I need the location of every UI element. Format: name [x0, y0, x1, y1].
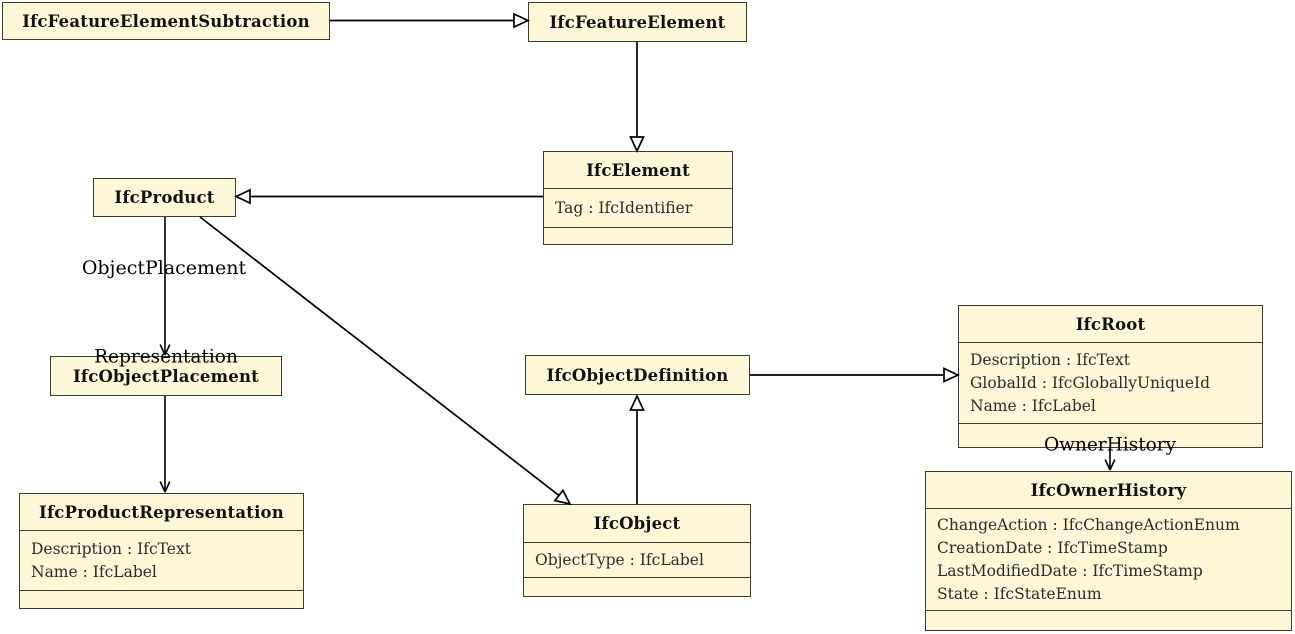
operations-compartment	[959, 423, 1262, 447]
edge-generalization-object-to-objectdefinition	[629, 393, 645, 504]
attribute: Description : IfcText	[31, 539, 191, 558]
attribute: ObjectType : IfcLabel	[535, 550, 704, 569]
class-ifcfeatureelement[interactable]: IfcFeatureElement	[528, 2, 747, 42]
attribute: Name : IfcLabel	[970, 396, 1096, 415]
class-ifcobject[interactable]: IfcObject ObjectType : IfcLabel	[523, 504, 751, 597]
class-ifcelement[interactable]: IfcElement Tag : IfcIdentifier	[543, 151, 733, 245]
operations-compartment	[20, 590, 303, 608]
class-title: IfcFeatureElementSubtraction	[22, 11, 310, 31]
class-title: IfcFeatureElement	[549, 12, 726, 32]
edge-association-product-objectplacement	[159, 217, 171, 356]
class-title: IfcObjectDefinition	[546, 365, 729, 385]
association-label-representation: Representation	[94, 346, 238, 368]
edge-association-product-representation	[159, 396, 171, 493]
attribute: LastModifiedDate : IfcTimeStamp	[937, 561, 1203, 580]
operations-compartment	[544, 227, 732, 244]
association-label-ownerhistory: OwnerHistory	[1043, 434, 1177, 456]
class-ifcproduct[interactable]: IfcProduct	[93, 178, 236, 217]
attribute: GlobalId : IfcGloballyUniqueId	[970, 373, 1211, 392]
operations-compartment	[926, 610, 1291, 630]
attributes-compartment: Description : IfcText Name : IfcLabel	[20, 530, 303, 590]
class-title: IfcOwnerHistory	[1030, 480, 1187, 500]
attributes-compartment: Tag : IfcIdentifier	[544, 188, 732, 227]
class-ifcownerhistory[interactable]: IfcOwnerHistory ChangeAction : IfcChange…	[925, 471, 1292, 631]
attributes-compartment: ChangeAction : IfcChangeActionEnum Creat…	[926, 508, 1291, 610]
edge-generalization-objectdefinition-to-root	[750, 367, 961, 383]
attribute: CreationDate : IfcTimeStamp	[937, 538, 1168, 557]
attribute: Description : IfcText	[970, 350, 1130, 369]
attributes-compartment: Description : IfcText GlobalId : IfcGlob…	[959, 342, 1262, 423]
class-title: IfcElement	[586, 160, 690, 180]
class-ifcproductrepresentation[interactable]: IfcProductRepresentation Description : I…	[19, 493, 304, 609]
attributes-compartment: ObjectType : IfcLabel	[524, 542, 750, 577]
class-title: IfcRoot	[1075, 314, 1146, 334]
edge-generalization-element-to-product	[233, 188, 543, 205]
attribute: ChangeAction : IfcChangeActionEnum	[937, 515, 1240, 534]
class-title: IfcObject	[593, 514, 681, 533]
operations-compartment	[524, 577, 750, 596]
attribute: Tag : IfcIdentifier	[555, 198, 693, 217]
class-title: IfcProductRepresentation	[39, 502, 284, 522]
edge-generalization-featureelement-to-element	[629, 42, 645, 154]
class-ifcfeatureelementsubtraction[interactable]: IfcFeatureElementSubtraction	[2, 2, 330, 40]
class-ifcobjectdefinition[interactable]: IfcObjectDefinition	[525, 355, 750, 395]
attribute: State : IfcStateEnum	[937, 584, 1102, 603]
association-label-objectplacement: ObjectPlacement	[81, 257, 247, 279]
edge-generalization-featureelementsubtraction-to-featureelement	[330, 12, 531, 29]
class-ifcroot[interactable]: IfcRoot Description : IfcText GlobalId :…	[958, 305, 1263, 448]
attribute: Name : IfcLabel	[31, 562, 157, 581]
class-title: IfcProduct	[114, 188, 215, 207]
